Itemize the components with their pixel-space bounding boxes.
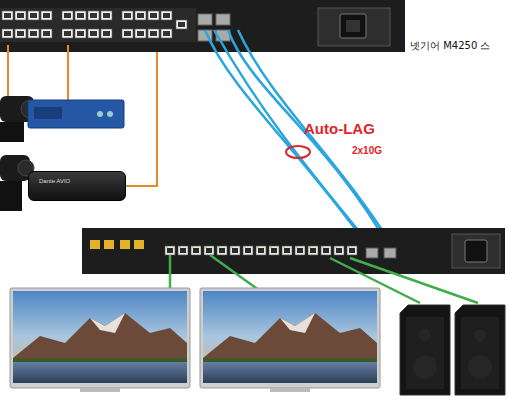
dante-adapter: Dante AVIO bbox=[28, 171, 126, 201]
link-label: 2x10G bbox=[352, 145, 382, 156]
link-label: Auto-LAG bbox=[304, 120, 375, 137]
cable bbox=[126, 52, 157, 186]
node-text: Dante AVIO bbox=[39, 178, 70, 185]
network-switch: 넷기어 M4250 스 bbox=[0, 0, 405, 52]
ports bbox=[2, 11, 187, 38]
node-text: 넷기어 M4250 스 bbox=[410, 39, 490, 53]
